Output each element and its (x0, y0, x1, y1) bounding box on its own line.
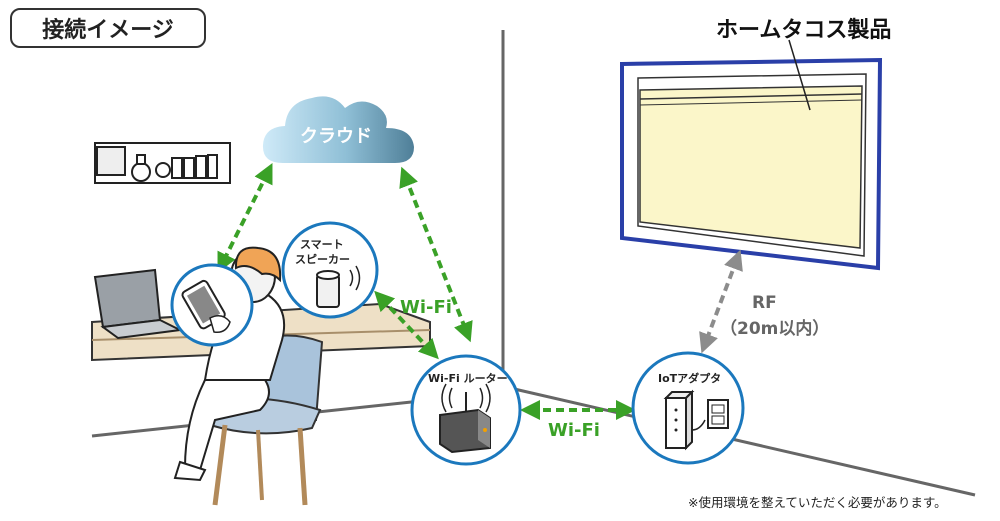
rf-label: RF (752, 293, 777, 313)
rf-arrow (699, 249, 743, 354)
laptop-icon (93, 268, 184, 340)
page-title: 接続イメージ (10, 8, 206, 48)
rf-range-label: （20m以内） (720, 319, 830, 339)
smart-speaker-label-line1: スマート (300, 238, 344, 251)
product-label: ホームタコス製品 (716, 18, 892, 43)
speaker-icon (316, 265, 361, 308)
wifi-arrows (217, 163, 636, 420)
router-label: Wi-Fi ルーター (428, 372, 508, 385)
iot-adapter-circle (631, 351, 745, 465)
iot-adapter-icon (663, 389, 706, 451)
product-window (620, 39, 883, 271)
iot-adapter-label: IoTアダプタ (658, 372, 722, 385)
bookshelf-icon (94, 142, 231, 184)
wifi-label-lower: Wi-Fi (548, 420, 600, 441)
router-icon (439, 383, 491, 454)
wifi-label-upper: Wi-Fi (400, 297, 452, 318)
outlet-icon (707, 399, 729, 429)
smart-speaker-label-line2: スピーカー (295, 253, 350, 266)
tablet-circle (170, 263, 254, 347)
router-circle (410, 354, 522, 466)
footnote: ※使用環境を整えていただく必要があります。 (688, 495, 947, 510)
cloud-label: クラウド (300, 126, 372, 147)
smart-speaker-circle (281, 221, 379, 319)
cloud-icon (262, 96, 414, 163)
